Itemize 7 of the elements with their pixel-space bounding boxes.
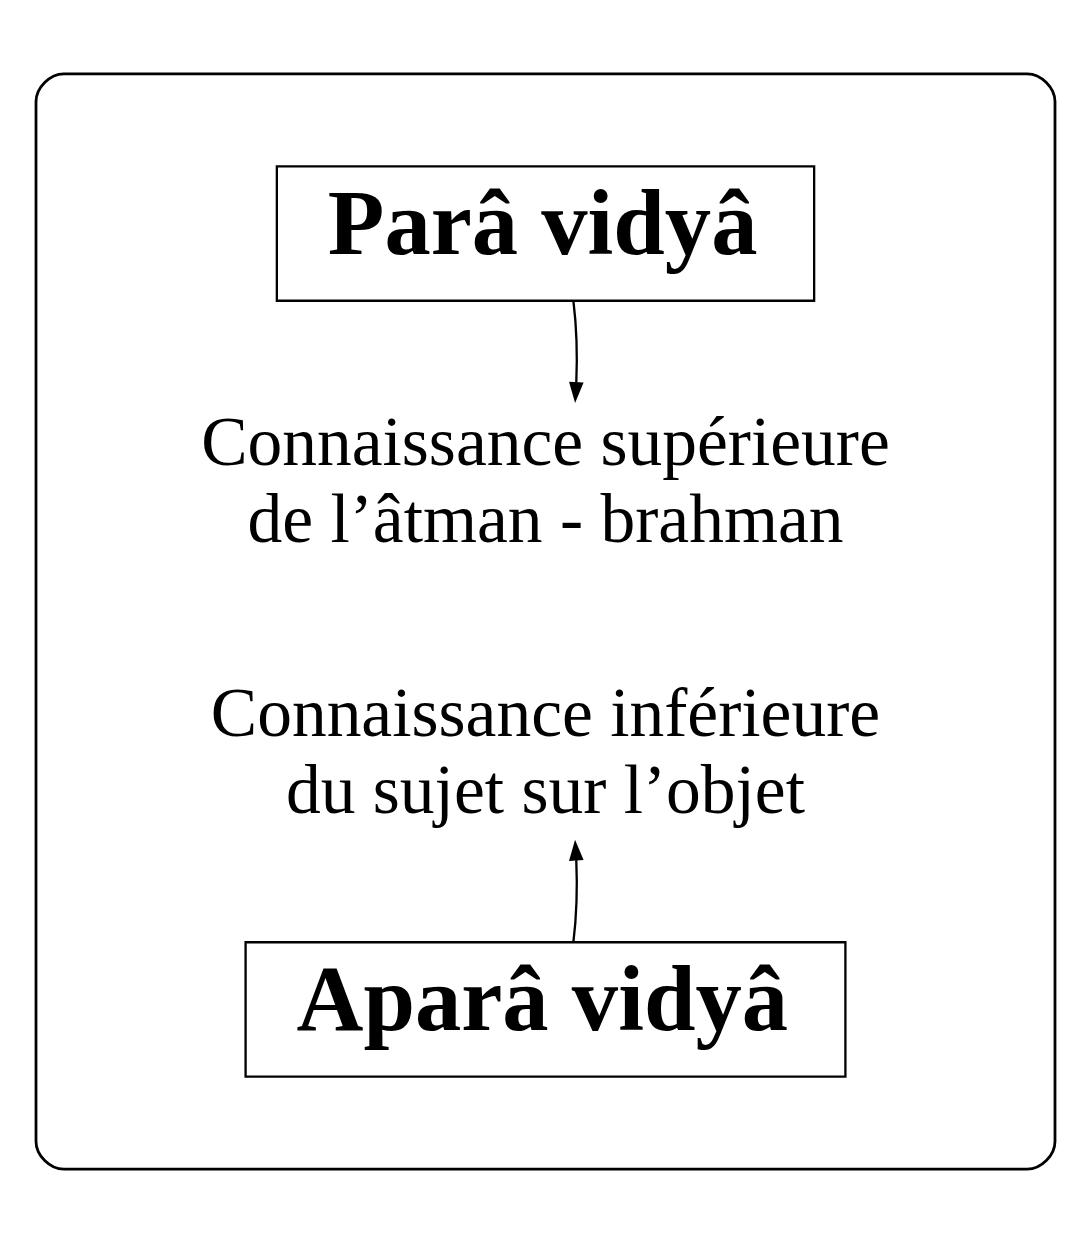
node-text: Connaissance inférieure du sujet sur l’objet xyxy=(210,674,881,828)
node-box: Parâ vidyâ xyxy=(275,165,816,302)
cluster xyxy=(34,72,1057,1171)
arrow xyxy=(569,839,584,943)
arrow xyxy=(569,300,584,403)
node-text: Connaissance supérieure de l’âtman - brahman xyxy=(201,403,890,557)
node-box: Aparâ vidyâ xyxy=(244,941,847,1078)
